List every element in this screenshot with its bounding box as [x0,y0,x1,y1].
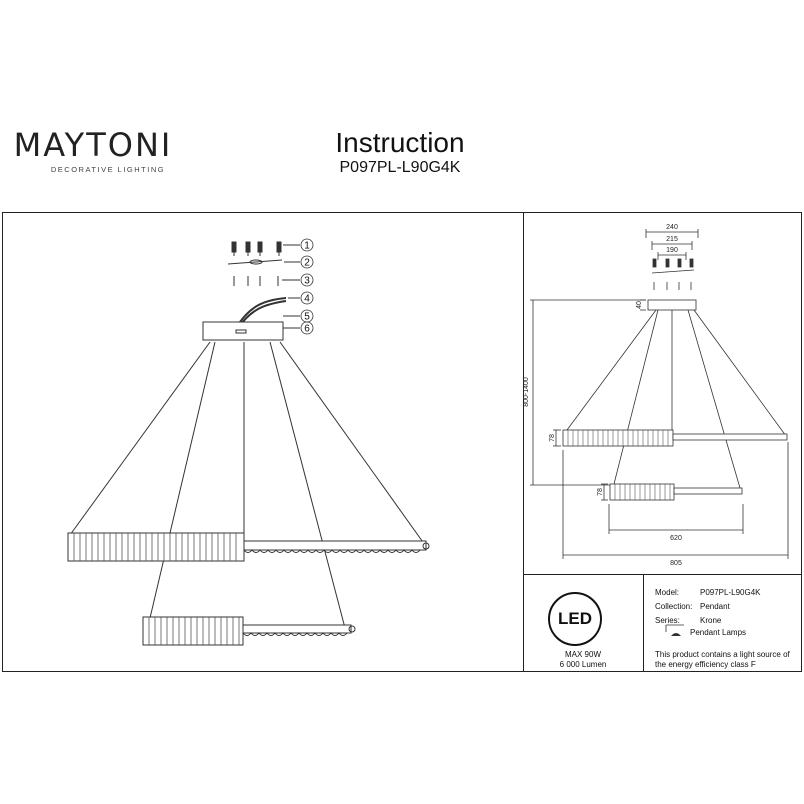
callout-6: 6 [304,324,310,335]
led-badge-text: LED [558,609,592,628]
dim-40: 40 [636,301,643,309]
title-text: Instruction [335,127,465,158]
mounting-bracket-icon [227,259,300,265]
callout-2: 2 [304,258,310,269]
dim-620: 620 [670,535,682,542]
wall-anchor-icon [233,276,300,286]
dim-drop: 800-1400 [523,377,530,407]
dim-190: 190 [666,247,678,254]
callout-1: 1 [304,241,310,252]
callout-5: 5 [304,312,310,323]
canopy-icon [202,321,284,341]
brand-tagline: DECORATIVE LIGHTING [50,165,166,174]
dim-805: 805 [670,560,682,567]
drawing-frame [2,212,802,672]
dim-215: 215 [666,236,678,243]
led-badge: LED [548,592,602,646]
brand-logo: MAYTONI DECORATIVE LIGHTING [0,128,186,174]
document-title: Instruction P097PL-L90G4K [300,127,500,177]
collection-label: Collection: [655,602,693,611]
upper-ring-crystals [67,532,245,562]
model-label: Model: [655,588,680,597]
series-value: Krone [700,616,722,625]
collection-value: Pendant [700,602,730,611]
frame-divider-horizontal [523,574,802,575]
max-power: MAX 90W [564,650,601,659]
brand-name: MAYTONI [13,126,173,164]
lower-ring-crystals [142,616,244,646]
info-divider [643,574,644,672]
model-value: P097PL-L90G4K [700,588,761,597]
series-label: Series: [655,616,680,625]
pendant-lamp-icon [665,624,684,636]
dim-78-lower: 78 [597,488,604,496]
callout-4: 4 [304,294,310,305]
dim-78-upper: 78 [549,434,556,442]
type-value: Pendant Lamps [690,628,747,637]
energy-note: This product contains a light source of … [655,650,790,669]
dim-240: 240 [666,224,678,231]
screw-icon [231,241,300,256]
frame-divider-vertical [523,212,524,672]
model-code: P097PL-L90G4K [339,159,461,176]
lumen-value: 6 000 Lumen [559,660,607,669]
callout-3: 3 [304,276,310,287]
